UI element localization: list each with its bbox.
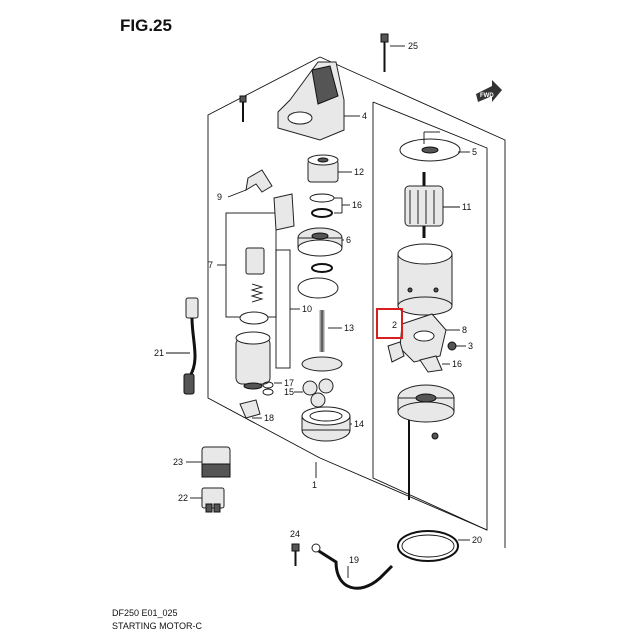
fwd-arrow-icon: FWD xyxy=(476,80,502,102)
callout-16a: 16 xyxy=(352,200,362,210)
callout-13: 13 xyxy=(344,323,354,333)
callout-4: 4 xyxy=(362,111,367,121)
part-2-highlight[interactable] xyxy=(376,308,405,363)
wire-part-21[interactable] xyxy=(183,297,199,395)
lever-part-9[interactable] xyxy=(245,169,273,193)
figure-code: DF250 E01_025 xyxy=(112,608,178,618)
housing-part-4[interactable] xyxy=(277,61,345,141)
plunger-spring[interactable] xyxy=(239,193,295,325)
ring-part-17[interactable] xyxy=(262,381,274,396)
solenoid-body[interactable] xyxy=(235,331,271,390)
armature-part-11[interactable] xyxy=(404,172,444,238)
callout-17: 17 xyxy=(284,378,294,388)
bolt-part-25[interactable] xyxy=(380,33,389,72)
callout-21: 21 xyxy=(154,348,164,358)
callout-10: 10 xyxy=(302,304,312,314)
callout-16b: 16 xyxy=(452,359,462,369)
assembly-outline-bottom xyxy=(319,457,488,531)
relay-part-23[interactable] xyxy=(201,446,231,478)
gasket-ring[interactable] xyxy=(297,277,339,299)
brush-holder-part-8[interactable] xyxy=(399,313,447,363)
assembly-outline-left xyxy=(207,56,321,459)
clutch-part-6[interactable] xyxy=(297,227,343,257)
plate-part-5[interactable] xyxy=(399,138,461,162)
callout-1: 1 xyxy=(312,480,317,490)
figure-name: STARTING MOTOR-C xyxy=(112,621,202,631)
callout-7: 7 xyxy=(208,260,213,270)
rings-part-16[interactable] xyxy=(309,193,335,218)
callout-11: 11 xyxy=(462,202,471,212)
callout-6: 6 xyxy=(346,235,351,245)
screw-small[interactable] xyxy=(431,432,439,440)
bolt-part-24[interactable] xyxy=(291,543,300,566)
nut-part-3[interactable] xyxy=(447,341,457,351)
callout-3: 3 xyxy=(468,341,473,351)
band-part-20[interactable] xyxy=(397,530,459,562)
figure-title: FIG.25 xyxy=(120,16,172,35)
callout-8: 8 xyxy=(462,325,467,335)
callout-15: 15 xyxy=(284,387,294,397)
yoke-housing[interactable] xyxy=(397,243,453,316)
callout-19: 19 xyxy=(349,555,359,565)
ring-part-16b[interactable] xyxy=(419,355,443,373)
svg-text:FWD: FWD xyxy=(480,93,494,99)
shaft-part-13[interactable] xyxy=(301,310,343,372)
callout-5: 5 xyxy=(472,147,477,157)
callout-24: 24 xyxy=(290,529,300,539)
callout-2: 2 xyxy=(392,320,397,330)
end-cover[interactable] xyxy=(397,384,455,423)
gears-part-15[interactable] xyxy=(302,378,334,408)
callout-18: 18 xyxy=(264,413,274,423)
callout-14: 14 xyxy=(354,419,364,429)
bolt-small-top[interactable] xyxy=(239,95,247,122)
strap-part-19[interactable] xyxy=(311,543,394,590)
callout-9: 9 xyxy=(217,192,222,202)
bracket-group-10 xyxy=(275,249,291,369)
pinion-part-12[interactable] xyxy=(307,154,339,183)
clip-part-18[interactable] xyxy=(239,399,261,419)
callout-22: 22 xyxy=(178,493,188,503)
relay-part-22[interactable] xyxy=(201,487,225,513)
callout-20: 20 xyxy=(472,535,482,545)
callout-12: 12 xyxy=(354,167,364,177)
callout-23: 23 xyxy=(173,457,183,467)
assembly-outline-right xyxy=(319,56,506,548)
ring-gear-part-14[interactable] xyxy=(301,406,351,442)
callout-25: 25 xyxy=(408,41,418,51)
ring-small[interactable] xyxy=(311,263,333,273)
